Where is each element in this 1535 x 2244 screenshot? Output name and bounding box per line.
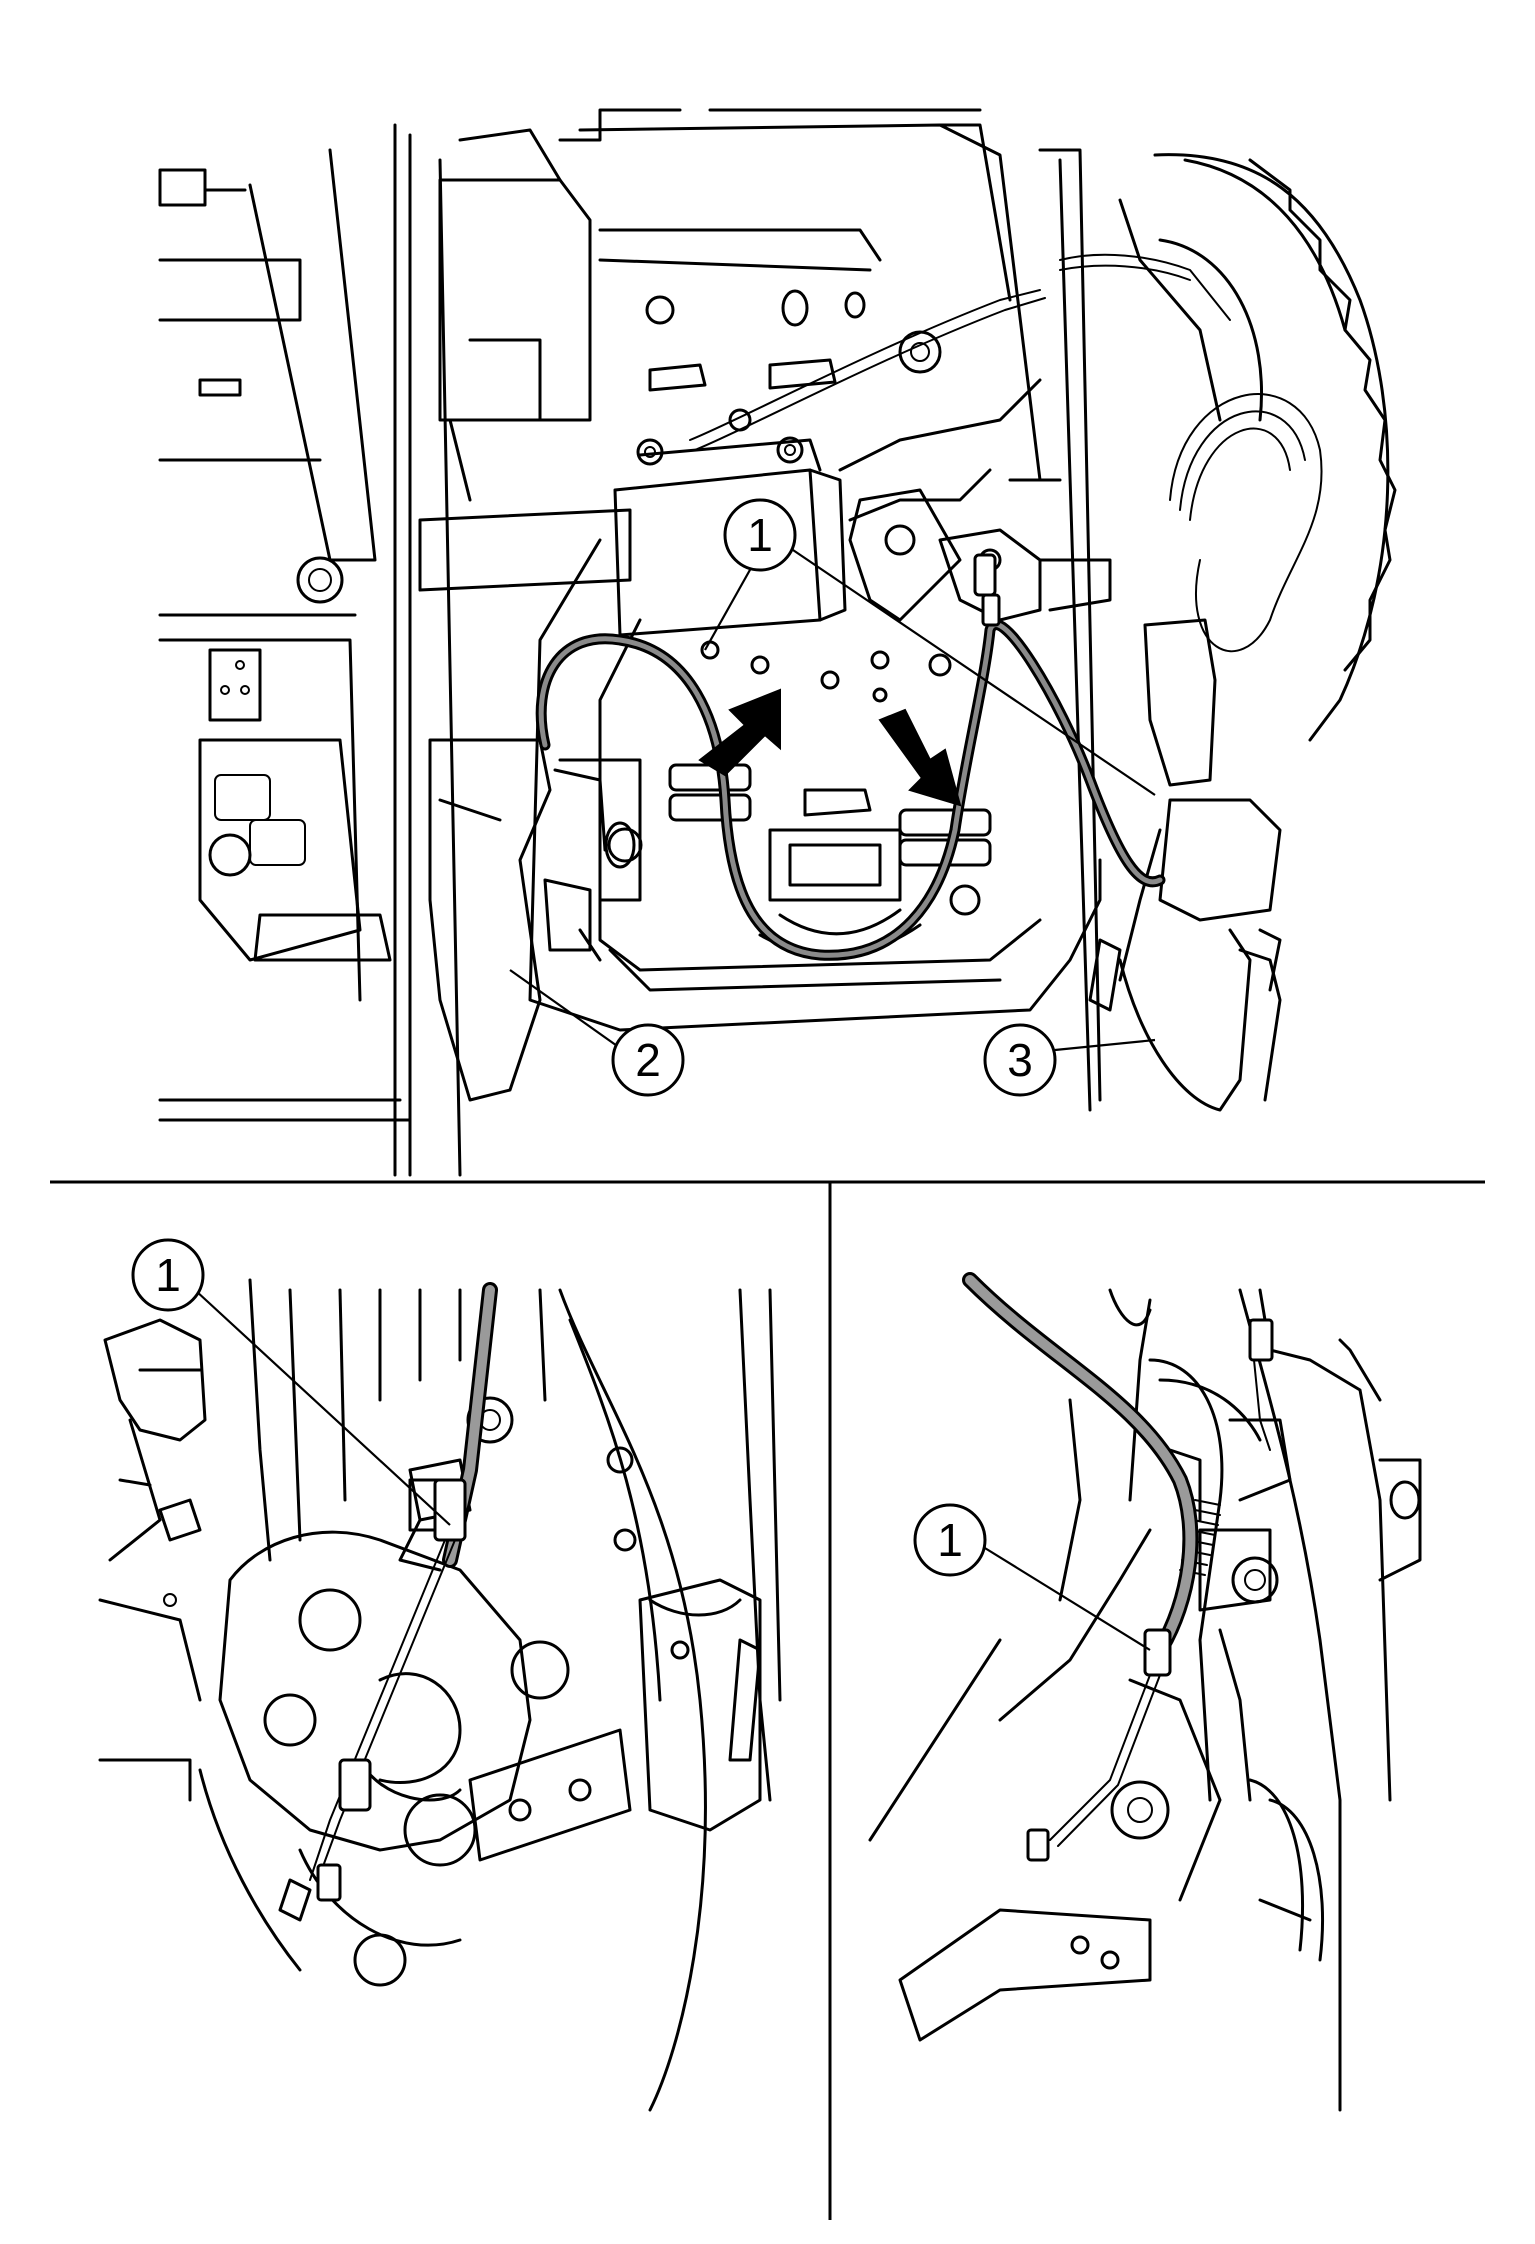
callout-number: 1 [937,1514,963,1566]
callout-number: 3 [1007,1034,1033,1086]
callout-main-3: 3 [983,1023,1057,1097]
callout-main-2: 2 [611,1023,685,1097]
direction-arrow-icon [698,688,781,777]
bottom-left-panel-hinge-detail [98,1278,782,2112]
callout-number: 1 [155,1249,181,1301]
callout-number: 1 [747,509,773,561]
callout-bottom-left-1: 1 [131,1238,205,1312]
callout-main-1: 1 [723,498,797,572]
direction-arrow-icon [878,708,962,807]
callout-bottom-right-1: 1 [913,1503,987,1577]
top-panel-door-interior [158,108,1397,1177]
bottom-right-panel-hinge-detail [868,1272,1422,2112]
callout-number: 2 [635,1034,661,1086]
